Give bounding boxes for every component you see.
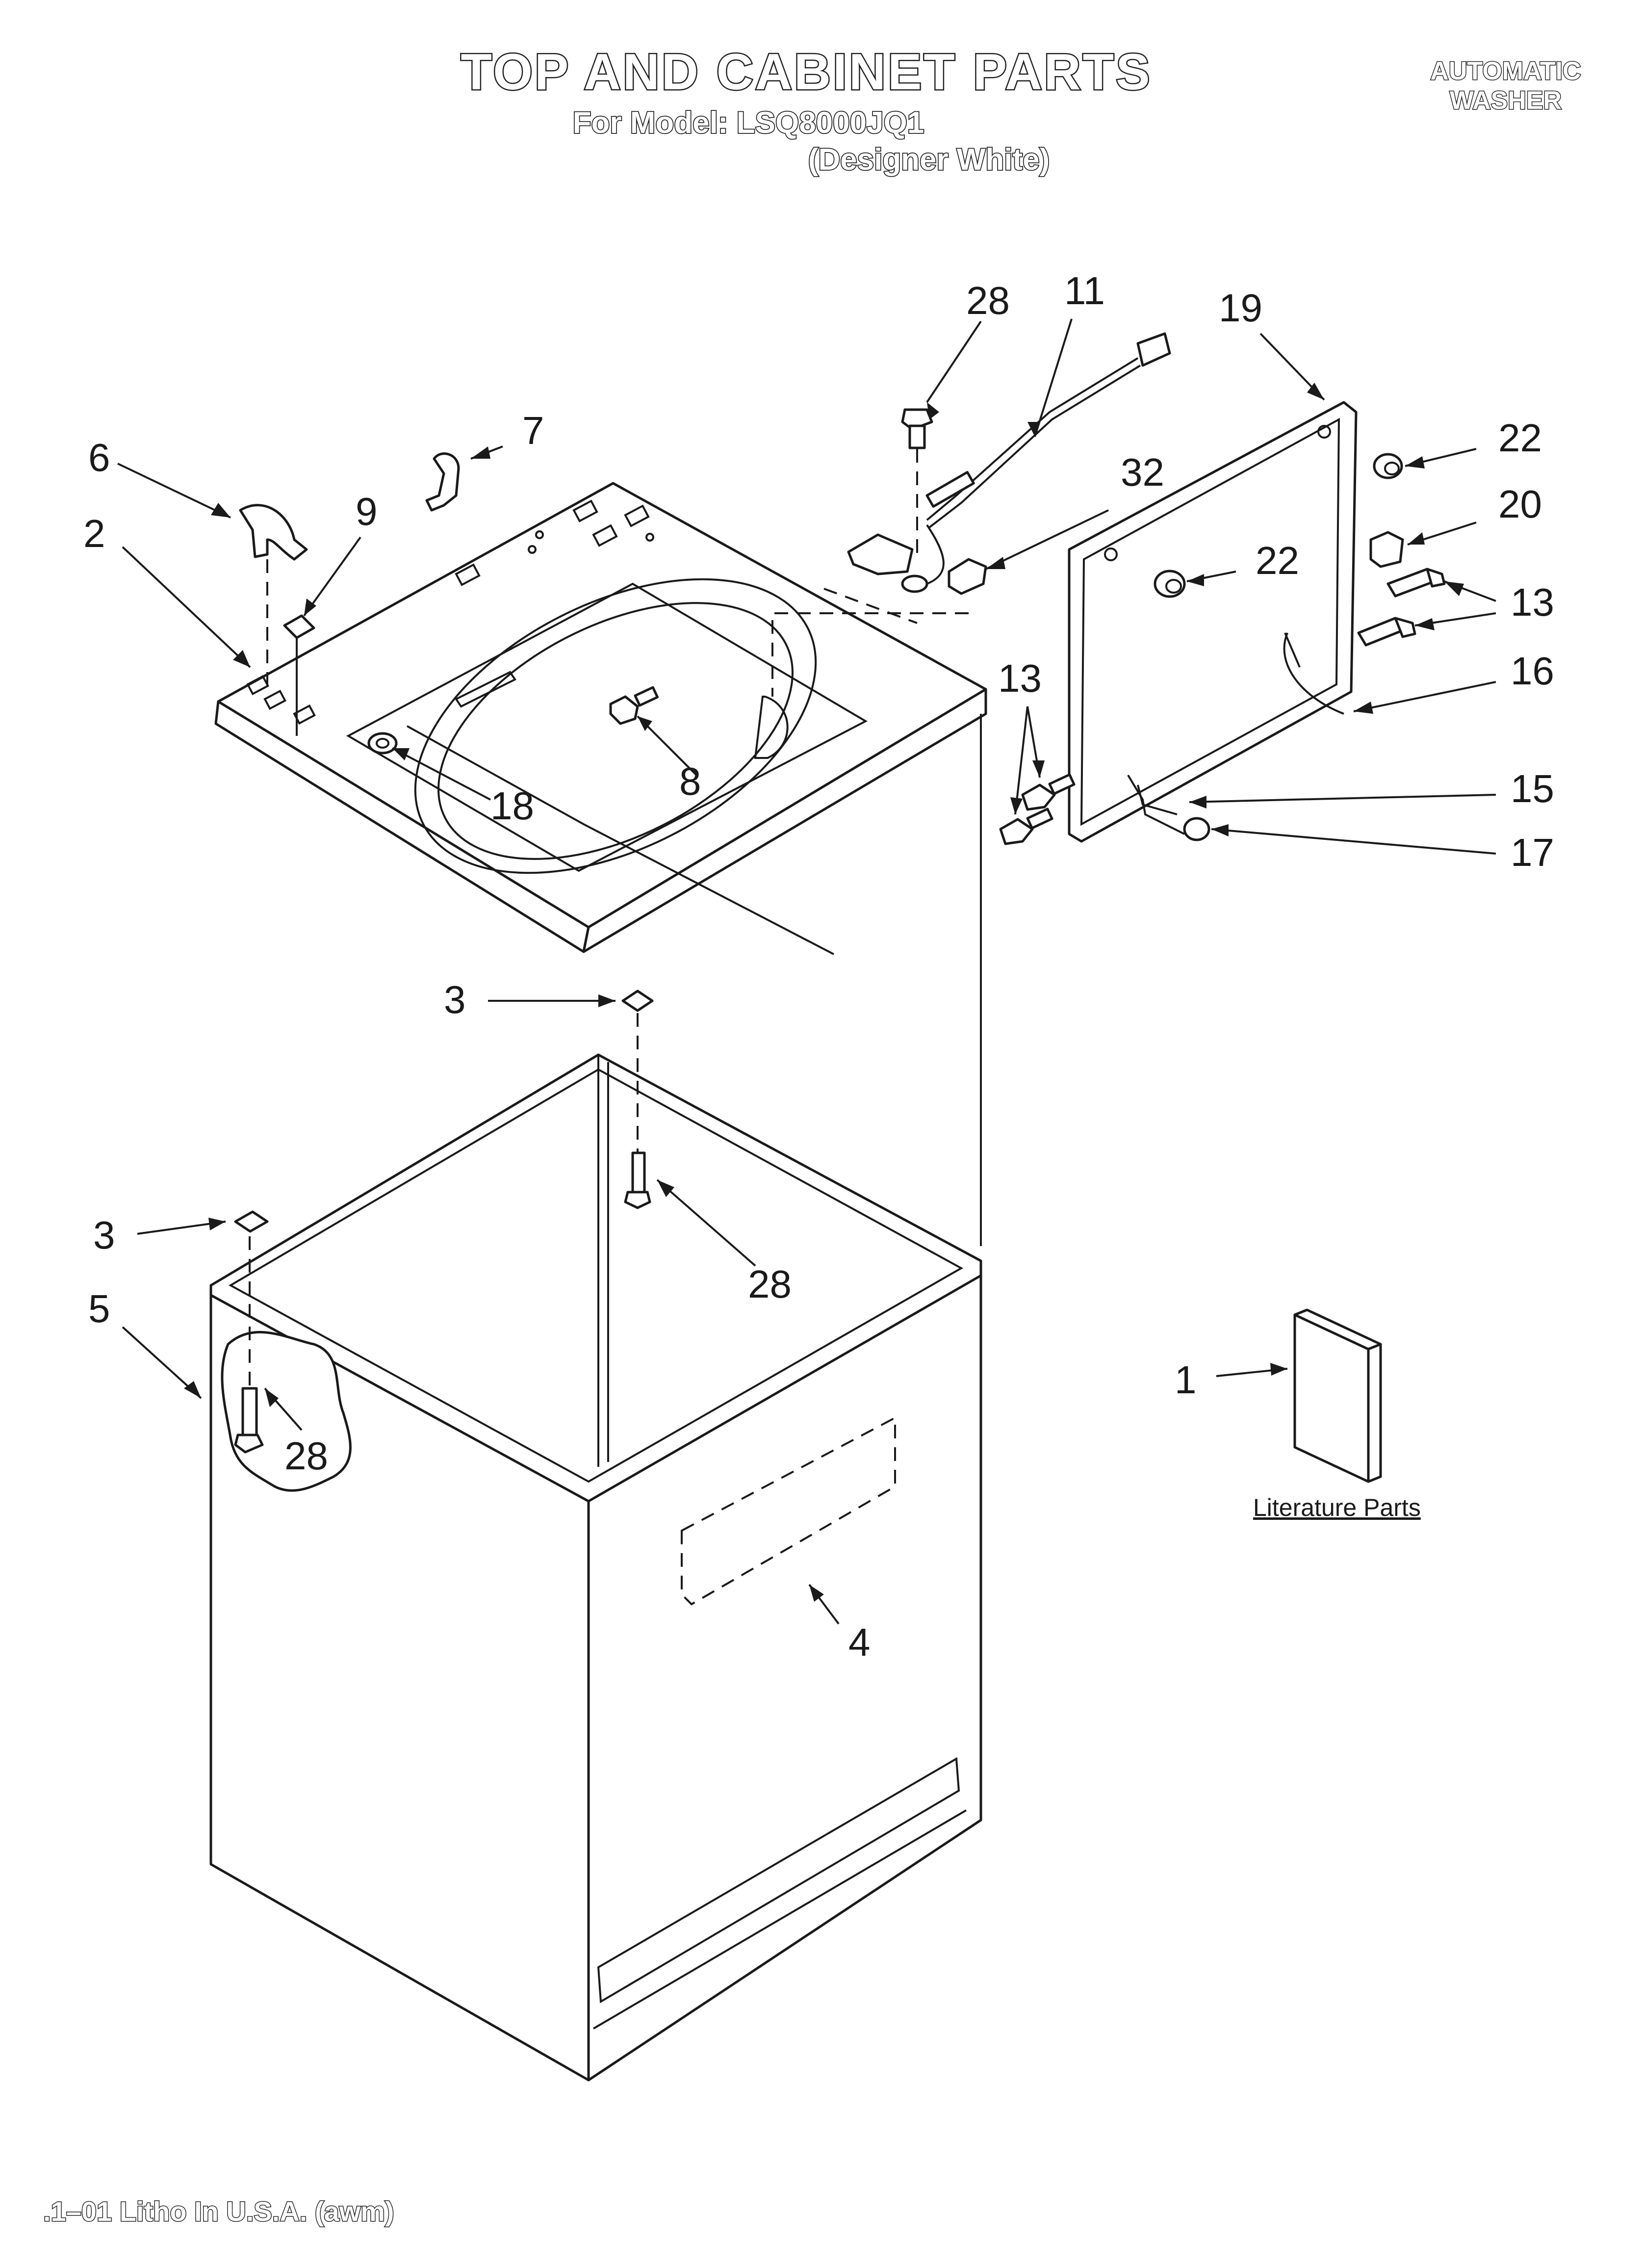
callout-22-upper: 22: [1498, 416, 1542, 460]
plug-button-upper: [1373, 453, 1403, 479]
callout-28-left: 28: [284, 1434, 328, 1478]
appliance-type-line2: WASHER: [1449, 86, 1562, 116]
finish-color: (Designer White): [807, 142, 1051, 178]
washer-top-assembly: [214, 482, 987, 955]
arrow-heads: [184, 383, 1464, 1602]
lid-switch-bracket-part: [239, 504, 308, 561]
callout-4: 4: [848, 1620, 871, 1664]
speed-nut-top: [621, 990, 654, 1012]
callout-6: 6: [88, 436, 110, 479]
callout-3-top: 3: [444, 978, 466, 1021]
callout-7: 7: [522, 409, 544, 452]
appliance-type-line1: AUTOMATIC: [1430, 56, 1582, 86]
callout-labels: 6 2 7 9 8 18 28 11 32 19 22 20 22 13 16 …: [83, 269, 1554, 1664]
bleach-dispenser-part: [948, 558, 987, 595]
speed-nut-part: [283, 614, 315, 639]
hinge-pin-part: [367, 732, 398, 755]
console-screw-right-lower: [1357, 617, 1416, 647]
callout-28-top: 28: [966, 279, 1010, 322]
callout-5: 5: [88, 1287, 110, 1330]
tube-connector-part: [1183, 817, 1210, 841]
console-screw-left-lower: [999, 808, 1053, 845]
callout-18: 18: [490, 784, 534, 828]
callout-32: 32: [1121, 450, 1164, 494]
wire-clip-part: [425, 452, 460, 512]
callout-19: 19: [1219, 286, 1262, 330]
page-title: TOP AND CABINET PARTS: [460, 43, 1152, 102]
callout-20: 20: [1498, 482, 1542, 526]
literature-parts-label: Literature Parts: [1253, 1494, 1421, 1521]
callout-22-lower: 22: [1256, 539, 1299, 582]
cabinet-screw-left: [234, 1387, 264, 1454]
console-screw-left-upper: [1021, 773, 1076, 811]
console-screw-right-upper: [1386, 568, 1446, 598]
literature-book-part: [1293, 1308, 1382, 1483]
label-area-part: [681, 1416, 896, 1606]
callout-11: 11: [1064, 269, 1105, 313]
model-number: For Model: LSQ8000JQ1: [572, 105, 925, 141]
callout-13-right: 13: [1511, 580, 1554, 624]
callout-13-left: 13: [998, 656, 1042, 700]
top-screw-part: [609, 686, 659, 725]
callout-16: 16: [1511, 649, 1554, 693]
appliance-type-label: AUTOMATIC WASHER: [1417, 56, 1594, 116]
callout-3-left: 3: [93, 1213, 115, 1257]
callout-28-middle: 28: [748, 1262, 792, 1306]
console-frame-part: [1068, 401, 1358, 843]
callout-17: 17: [1511, 831, 1554, 874]
wire-harness-part: [847, 332, 1171, 593]
speed-nut-left: [234, 1210, 269, 1233]
callout-9: 9: [356, 490, 378, 533]
dash-line-32: [771, 612, 969, 697]
dash-line-harness: [823, 588, 918, 624]
print-info-footer: .1–01 Litho In U.S.A. (awm): [43, 2195, 395, 2228]
callout-2: 2: [83, 512, 105, 555]
plug-button-lower: [1154, 570, 1186, 598]
cabinet-part: [209, 1053, 982, 2082]
harness-screw-part: [901, 408, 933, 449]
console-clip-part: [1369, 531, 1404, 568]
callout-1: 1: [1175, 1358, 1197, 1402]
cabinet-screw-top: [624, 1151, 651, 1209]
callout-8: 8: [679, 759, 701, 803]
callout-15: 15: [1511, 767, 1554, 810]
leader-lines: [117, 318, 1496, 1625]
